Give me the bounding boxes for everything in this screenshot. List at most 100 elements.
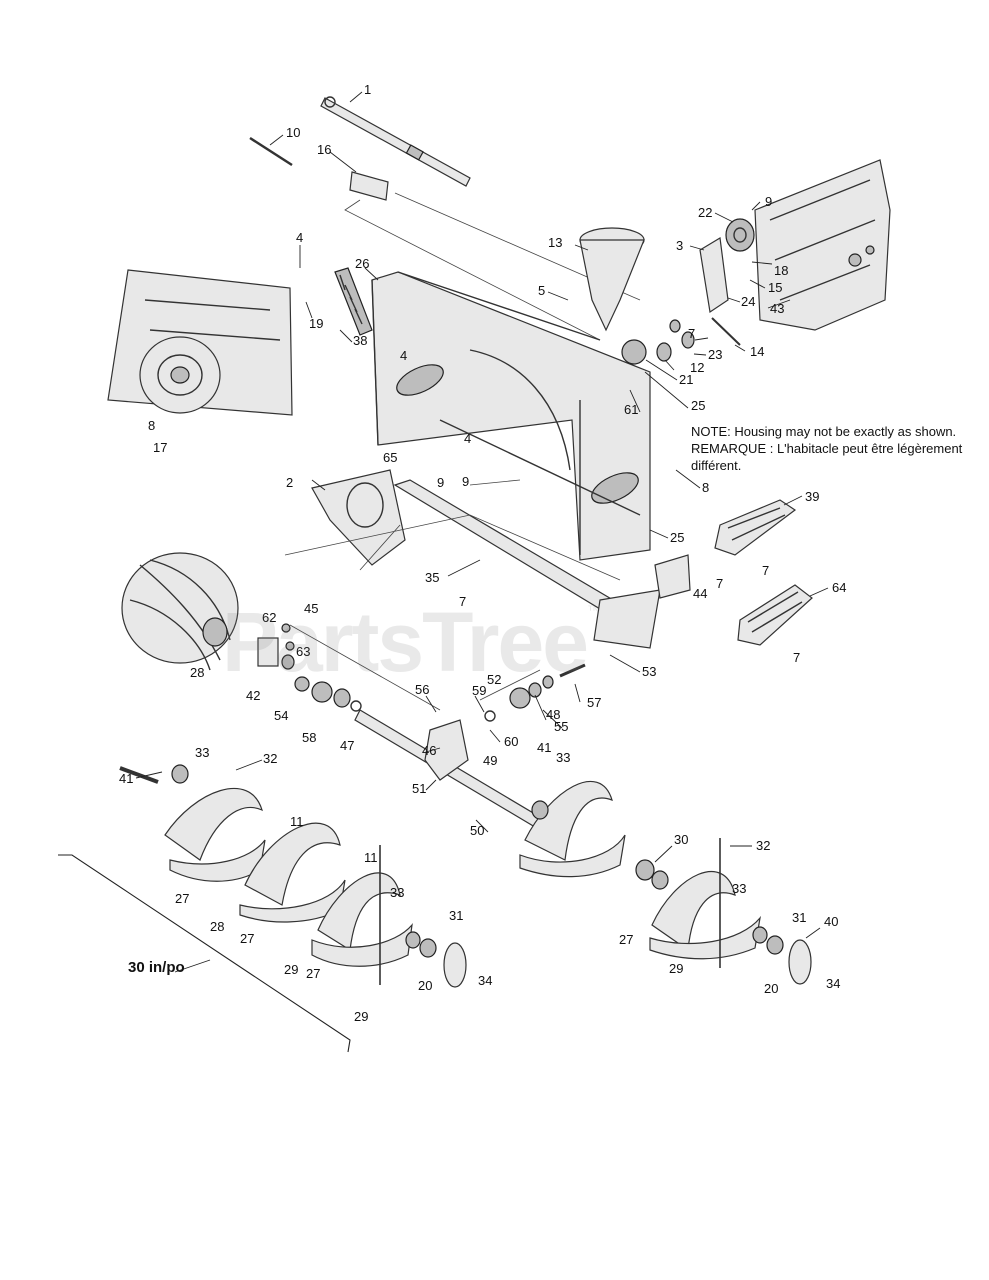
auger-blade-part[interactable] (519, 780, 626, 878)
bushing-part[interactable] (681, 331, 695, 349)
bearing-part[interactable] (311, 681, 333, 703)
callout-number: 4 (400, 348, 407, 363)
callout-number: 60 (504, 734, 518, 749)
drive-shaft-part[interactable] (320, 96, 471, 187)
callout-number: 11 (290, 814, 304, 829)
bearing-part[interactable] (766, 935, 784, 955)
washer-part[interactable] (350, 700, 362, 712)
watermark: PartsTree™ (222, 595, 601, 689)
callout-number: 32 (756, 838, 770, 853)
callout-number: 21 (679, 372, 693, 387)
housing-note: NOTE: Housing may not be exactly as show… (691, 423, 962, 474)
callout-number: 49 (483, 753, 497, 768)
callout-number: 28 (210, 919, 224, 934)
callout-number: 32 (263, 751, 277, 766)
callout-number: 8 (148, 418, 155, 433)
mounting-bracket-part[interactable] (699, 237, 729, 314)
callout-number: 30 (674, 832, 688, 847)
callout-number: 35 (425, 570, 439, 585)
frame-part[interactable] (754, 159, 891, 331)
callout-number: 33 (556, 750, 570, 765)
spring-part[interactable] (334, 267, 373, 336)
callout-number: 12 (690, 360, 704, 375)
callout-number: 56 (415, 682, 429, 697)
callout-number: 25 (691, 398, 705, 413)
gearbox-part[interactable] (311, 469, 406, 566)
auger-blade-part[interactable] (164, 787, 266, 882)
bearing-housing-part[interactable] (257, 637, 279, 667)
washer-part[interactable] (528, 682, 542, 698)
callout-number: 27 (240, 931, 254, 946)
callout-number: 27 (306, 966, 320, 981)
size-bracket-line (58, 854, 351, 1053)
callout-number: 58 (302, 730, 316, 745)
spring-part[interactable] (559, 663, 586, 678)
bearing-part[interactable] (651, 870, 669, 890)
auger-housing-part[interactable] (371, 271, 651, 561)
shear-bolt-part[interactable] (119, 766, 159, 784)
callout-number: 4 (464, 431, 471, 446)
washer-part[interactable] (281, 654, 295, 670)
discharge-chute-part[interactable] (107, 269, 293, 416)
pin-part[interactable] (249, 136, 293, 167)
callout-number: 9 (765, 194, 772, 209)
cable-part[interactable] (711, 317, 741, 346)
callout-number: 9 (462, 474, 469, 489)
callout-number: 46 (422, 743, 436, 758)
spacer-part[interactable] (171, 764, 189, 784)
chute-collar-part[interactable] (579, 227, 645, 332)
auger-blade-part[interactable] (239, 822, 346, 923)
callout-number: 19 (309, 316, 323, 331)
auger-gearbox-part[interactable] (424, 719, 469, 781)
callout-number: 31 (449, 908, 463, 923)
callout-number: 38 (353, 333, 367, 348)
callout-number: 48 (546, 707, 560, 722)
callout-number: 8 (702, 480, 709, 495)
callout-number: 20 (418, 978, 432, 993)
callout-number: 63 (296, 644, 310, 659)
washer-part[interactable] (484, 710, 496, 722)
callout-number: 3 (676, 238, 683, 253)
impeller-part[interactable] (121, 552, 239, 671)
callout-number: 31 (792, 910, 806, 925)
callout-number: 40 (824, 914, 838, 929)
callout-number: 54 (274, 708, 288, 723)
bearing-part[interactable] (509, 687, 531, 709)
callout-number: 24 (741, 294, 755, 309)
shave-plate-part[interactable] (593, 589, 661, 649)
bracket-part[interactable] (654, 554, 691, 599)
callout-number: 13 (548, 235, 562, 250)
callout-number: 33 (390, 885, 404, 900)
end-cap-part[interactable] (788, 939, 812, 985)
end-cap-part[interactable] (443, 942, 467, 988)
callout-number: 7 (688, 326, 695, 341)
bearing-part[interactable] (333, 688, 351, 708)
callout-number: 50 (470, 823, 484, 838)
bushing-part[interactable] (669, 319, 681, 333)
skid-shoe-part[interactable] (737, 584, 813, 646)
callout-number: 7 (716, 576, 723, 591)
spacer-part[interactable] (531, 800, 549, 820)
bushing-part[interactable] (656, 342, 672, 362)
skid-shoe-part[interactable] (714, 499, 797, 556)
bearing-part[interactable] (635, 859, 655, 881)
bearing-part[interactable] (405, 931, 421, 949)
washer-part[interactable] (542, 675, 554, 689)
callout-number: 29 (354, 1009, 368, 1024)
callout-number: 57 (587, 695, 601, 710)
callout-number: 2 (286, 475, 293, 490)
bearing-part[interactable] (419, 938, 437, 958)
callout-number: 39 (805, 489, 819, 504)
bracket-part[interactable] (349, 171, 389, 201)
callout-number: 65 (383, 450, 397, 465)
bearing-part[interactable] (752, 926, 768, 944)
callout-number: 62 (262, 610, 276, 625)
callout-number: 33 (195, 745, 209, 760)
callout-number: 4 (296, 230, 303, 245)
callout-number: 61 (624, 402, 638, 417)
washer-part[interactable] (294, 676, 310, 692)
bushing-part[interactable] (621, 339, 647, 365)
pulley-part[interactable] (725, 218, 755, 252)
auger-blade-part[interactable] (649, 870, 761, 960)
